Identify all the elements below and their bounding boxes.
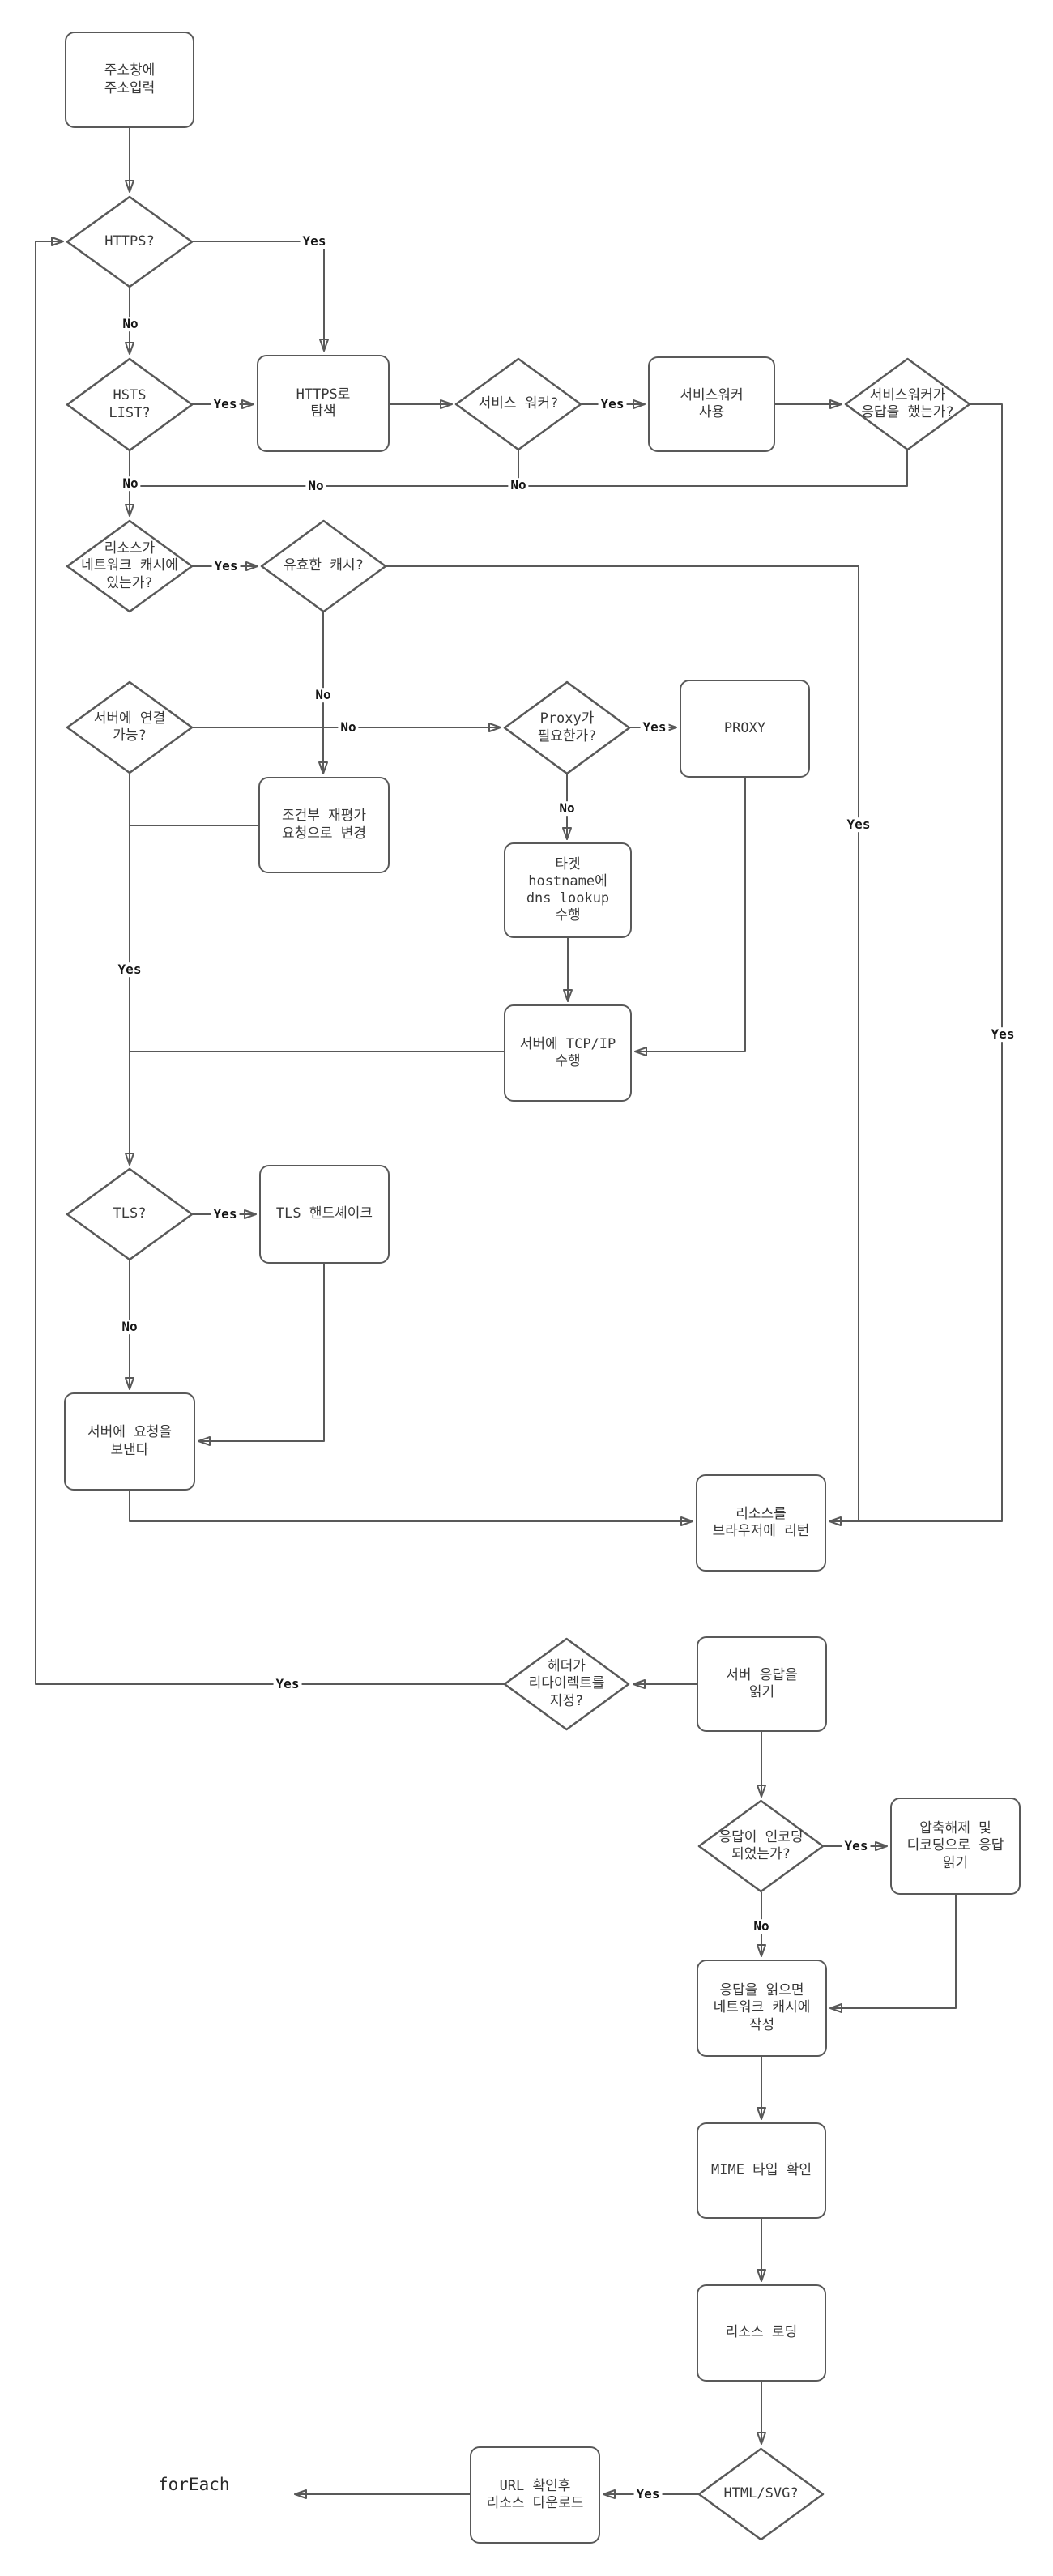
diamond-shape	[66, 357, 194, 452]
edge-label-no: No	[305, 479, 326, 493]
diamond-shape	[260, 519, 387, 613]
node-label: 서비스 워커?	[478, 395, 559, 412]
node-tls-handshake: TLS 핸드셰이크	[259, 1165, 390, 1264]
edge-label-yes: Yes	[633, 2487, 663, 2501]
node-label: HSTS LIST?	[109, 387, 151, 421]
foreach-label: forEach	[158, 2475, 230, 2494]
node-tls: TLS?	[66, 1167, 194, 1261]
edge-label-no: No	[508, 478, 529, 493]
edge-label-no: No	[556, 801, 578, 816]
edge-label-yes: Yes	[988, 1027, 1017, 1042]
diamond-shape	[454, 357, 582, 451]
node-can-connect: 서버에 연결 가능?	[66, 680, 194, 774]
node-mime-check: MIME 타입 확인	[697, 2122, 826, 2219]
node-label: 서비스워커가 응답을 했는가?	[861, 386, 954, 420]
diamond-shape	[844, 357, 971, 451]
edge-https-yes-to-explore	[192, 241, 329, 352]
node-decode: 압축해제 및 디코딩으로 응답 읽기	[890, 1798, 1021, 1895]
node-label: HTML/SVG?	[723, 2485, 799, 2502]
node-in-cache: 리소스가 네트워크 캐시에 있는가?	[66, 519, 194, 613]
node-write-cache: 응답을 읽으면 네트워크 캐시에 작성	[697, 1960, 827, 2057]
node-start: 주소창에 주소입력	[65, 32, 194, 128]
diamond-shape	[503, 680, 631, 775]
edge-label-no: No	[338, 720, 359, 735]
node-label: HTTPS?	[104, 232, 155, 249]
edge-label-no: No	[120, 317, 141, 331]
node-proxy-needed: Proxy가 필요한가?	[503, 680, 631, 775]
node-sw-use: 서비스워커 사용	[648, 356, 775, 452]
node-label: 응답이 인코딩 되었는가?	[718, 1828, 804, 1862]
node-conditional: 조건부 재평가 요청으로 변경	[258, 777, 390, 873]
edge-label-yes: Yes	[300, 234, 329, 249]
node-label: Proxy가 필요한가?	[537, 710, 597, 744]
diamond-shape	[697, 1799, 825, 1893]
edge-label-yes: Yes	[211, 397, 240, 412]
diamond-shape	[503, 1637, 630, 1731]
node-dns-lookup: 타겟 hostname에 dns lookup 수행	[504, 842, 632, 938]
edge-swresp-yes-to-return	[829, 403, 1003, 1526]
edge-label-yes: Yes	[211, 559, 241, 574]
node-return-browser: 리소스를 브라우저에 리턴	[696, 1474, 826, 1572]
node-tcp-ip: 서버에 TCP/IP 수행	[504, 1004, 632, 1102]
edge-handshake-to-sendreq	[198, 1263, 325, 1446]
node-encoded: 응답이 인코딩 되었는가?	[697, 1799, 825, 1893]
edge-label-yes: Yes	[640, 720, 669, 735]
node-label: TLS?	[113, 1205, 147, 1222]
diamond-shape	[66, 519, 194, 613]
edge-label-no: No	[120, 476, 141, 491]
edge-label-yes: Yes	[842, 1839, 871, 1853]
edge-proxy-to-tcp	[634, 777, 746, 1056]
node-proxy: PROXY	[680, 680, 810, 778]
edge-label-yes: Yes	[211, 1207, 240, 1222]
node-url-download: URL 확인후 리소스 다운로드	[470, 2446, 600, 2544]
node-label: 헤더가 리다이렉트를 지정?	[528, 1658, 605, 1709]
node-label: 리소스가 네트워크 캐시에 있는가?	[81, 540, 178, 591]
node-valid-cache: 유효한 캐시?	[260, 519, 387, 613]
node-hsts: HSTS LIST?	[66, 357, 194, 452]
node-label: 서버에 연결 가능?	[93, 710, 166, 744]
node-https: HTTPS?	[66, 195, 194, 288]
node-send-request: 서버에 요청을 보낸다	[64, 1392, 195, 1491]
edge-label-yes: Yes	[115, 962, 144, 977]
node-service-worker: 서비스 워커?	[454, 357, 582, 451]
diamond-shape	[66, 680, 194, 774]
diamond-shape	[66, 1167, 194, 1261]
node-sw-responded: 서비스워커가 응답을 했는가?	[844, 357, 971, 451]
edge-sendreq-to-return	[129, 1490, 693, 1526]
node-html-svg: HTML/SVG?	[697, 2447, 825, 2541]
node-load-resource: 리소스 로딩	[697, 2284, 826, 2382]
edge-label-yes: Yes	[273, 1677, 302, 1691]
diamond-shape	[697, 2447, 825, 2541]
edge-swresp-no-collector	[129, 450, 908, 487]
node-read-response: 서버 응답을 읽기	[697, 1636, 827, 1732]
edge-decode-to-writecache	[829, 1894, 957, 2013]
edge-label-yes: Yes	[844, 817, 873, 832]
edge-label-no: No	[313, 688, 334, 702]
edge-label-yes: Yes	[598, 397, 627, 412]
edge-validcache-yes-down	[386, 565, 859, 1522]
node-label: 유효한 캐시?	[284, 557, 364, 574]
edge-label-no: No	[751, 1919, 772, 1934]
edge-redirect-yes-loop	[35, 237, 505, 1685]
diamond-shape	[66, 195, 194, 288]
node-https-explore: HTTPS로 탐색	[257, 355, 390, 452]
edge-label-no: No	[119, 1320, 140, 1334]
node-redirect: 헤더가 리다이렉트를 지정?	[503, 1637, 630, 1731]
